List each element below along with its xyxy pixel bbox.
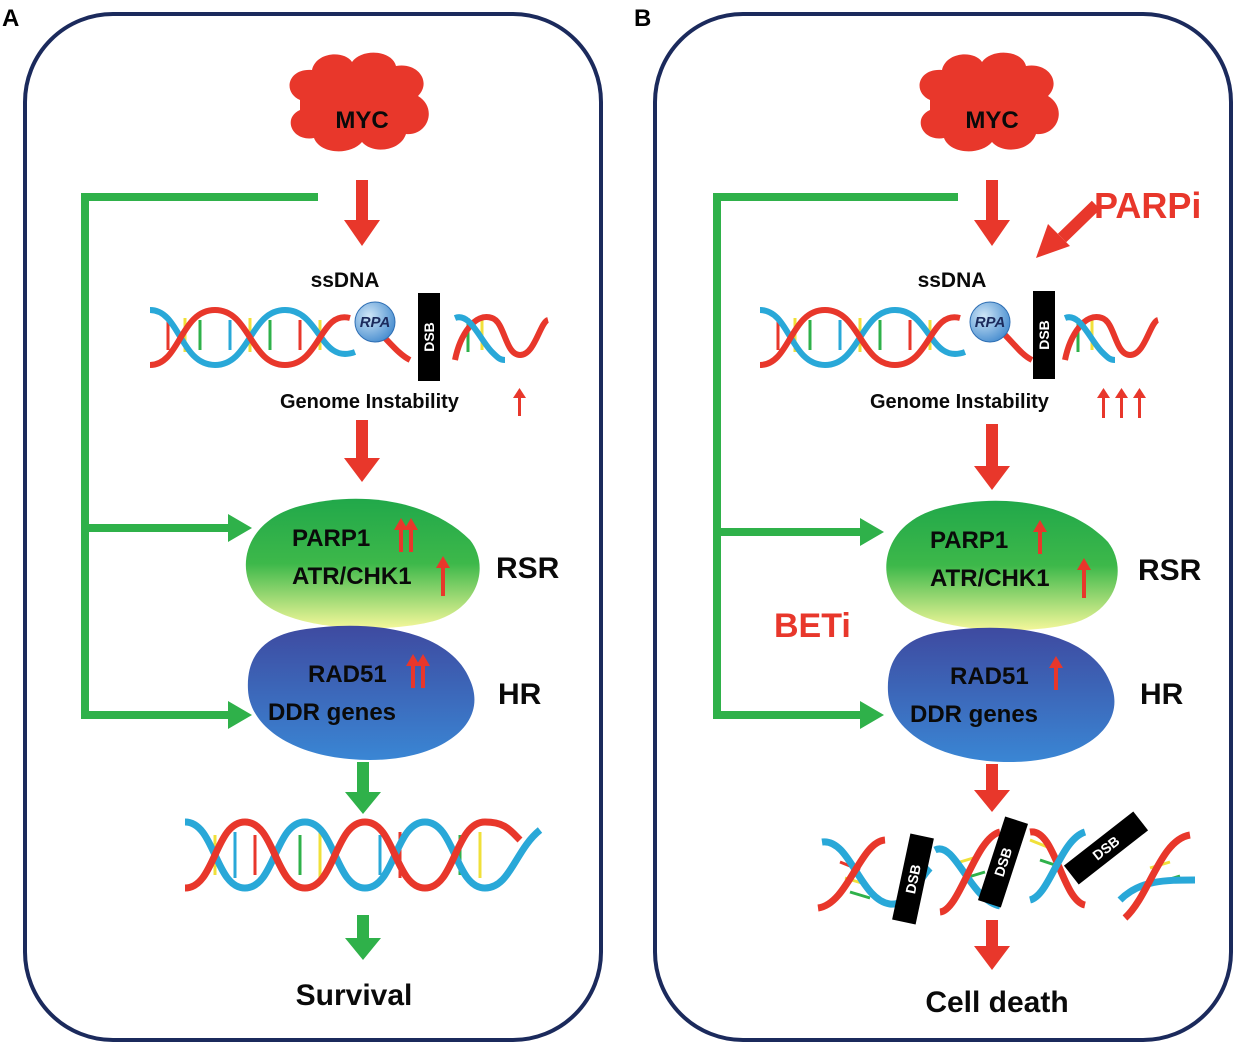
rpa-label: RPA: [360, 314, 391, 331]
dsb-block: [1033, 291, 1055, 379]
genome-instability-label: Genome Instability: [280, 391, 460, 413]
arrow-dna-to-survival: [345, 915, 381, 960]
ssdna-helix: RPA DSB: [759, 291, 1160, 379]
dsb-block-2: DSB: [977, 816, 1029, 908]
hr-blob: RAD51 DDR genes: [247, 625, 475, 760]
ssdna-helix: RPA DSB: [149, 293, 550, 381]
hr-ddr-genes-label: DDR genes: [268, 699, 396, 726]
outcome-cell-death: Cell death: [925, 986, 1068, 1019]
ssdna-label: ssDNA: [311, 269, 380, 292]
rsr-tag: RSR: [496, 552, 560, 585]
rsr-atr-up-arrows: [436, 556, 450, 596]
dsb-block: [418, 293, 440, 381]
outcome-survival: Survival: [296, 979, 413, 1012]
instability-up-arrows: [1097, 388, 1146, 418]
arrow-myc-to-ssdna: [344, 180, 380, 246]
green-arrowhead-hr: [228, 701, 252, 729]
myc-label: MYC: [335, 107, 388, 134]
rsr-parp1-label: PARP1: [292, 525, 370, 552]
genome-instability-label: Genome Instability: [870, 391, 1050, 413]
hr-blob: RAD51 DDR genes: [887, 627, 1115, 762]
rsr-blob: PARP1 ATR/CHK1: [245, 498, 480, 629]
hr-rad51-label: RAD51: [308, 661, 387, 688]
rsr-parp1-up-arrows: [1033, 520, 1047, 554]
parpi-label: PARPi: [1094, 185, 1201, 226]
arrow-to-rsr: [344, 420, 380, 482]
instability-up-arrows: [513, 388, 526, 416]
dsb-label: DSB: [421, 322, 437, 352]
green-regulation-lines: [713, 193, 958, 719]
rsr-atr-up-arrows: [1077, 558, 1091, 598]
panel-b: B MYC PARPi ssDNA: [634, 5, 1233, 1042]
parpi-arrow: [1036, 200, 1101, 258]
rpa-protein: [969, 301, 1011, 343]
myc-cloud: MYC: [919, 52, 1059, 152]
green-arrowhead-rsr: [228, 514, 252, 542]
rsr-parp1-label: PARP1: [930, 527, 1008, 554]
panel-b-letter: B: [634, 5, 651, 32]
green-arrowhead-hr: [860, 701, 884, 729]
dsb-block-1: DSB: [892, 833, 934, 925]
hr-rad51-label: RAD51: [950, 663, 1029, 690]
rsr-blob: PARP1 ATR/CHK1: [886, 500, 1118, 631]
rpa-label: RPA: [975, 314, 1006, 331]
arrow-hr-to-broken-dna: [974, 764, 1010, 812]
broken-dna-helix: DSB DSB DSB: [817, 811, 1196, 925]
svg-text:DSB: DSB: [902, 863, 924, 895]
green-arrowhead-rsr: [860, 518, 884, 546]
rpa-protein: [354, 301, 396, 343]
panel-a: A MYC ssDNA: [2, 5, 603, 1042]
rsr-atr-chk1-label: ATR/CHK1: [292, 563, 412, 590]
rsr-atr-chk1-label: ATR/CHK1: [930, 565, 1050, 592]
arrow-hr-to-dna: [345, 762, 381, 814]
beti-label: BETi: [774, 607, 851, 645]
ssdna-label: ssDNA: [918, 269, 987, 292]
arrow-to-rsr: [974, 424, 1010, 490]
repaired-dna-helix: [184, 818, 543, 892]
dsb-block-3: DSB: [1063, 811, 1149, 885]
hr-tag: HR: [498, 678, 542, 711]
dsb-label: DSB: [1036, 320, 1052, 350]
panel-b-border: [653, 12, 1233, 1042]
hr-rad51-up-arrows: [1049, 656, 1063, 690]
myc-cloud: MYC: [289, 52, 429, 152]
green-regulation-lines: [81, 193, 318, 719]
myc-label: MYC: [965, 107, 1018, 134]
panel-a-letter: A: [2, 5, 19, 32]
arrow-to-cell-death: [974, 920, 1010, 970]
arrow-myc-to-ssdna: [974, 180, 1010, 246]
panel-a-border: [23, 12, 603, 1042]
hr-rad51-up-arrows: [406, 654, 430, 688]
hr-tag: HR: [1140, 678, 1184, 711]
rsr-parp1-up-arrows: [394, 518, 418, 552]
rsr-tag: RSR: [1138, 554, 1202, 587]
hr-ddr-genes-label: DDR genes: [910, 701, 1038, 728]
